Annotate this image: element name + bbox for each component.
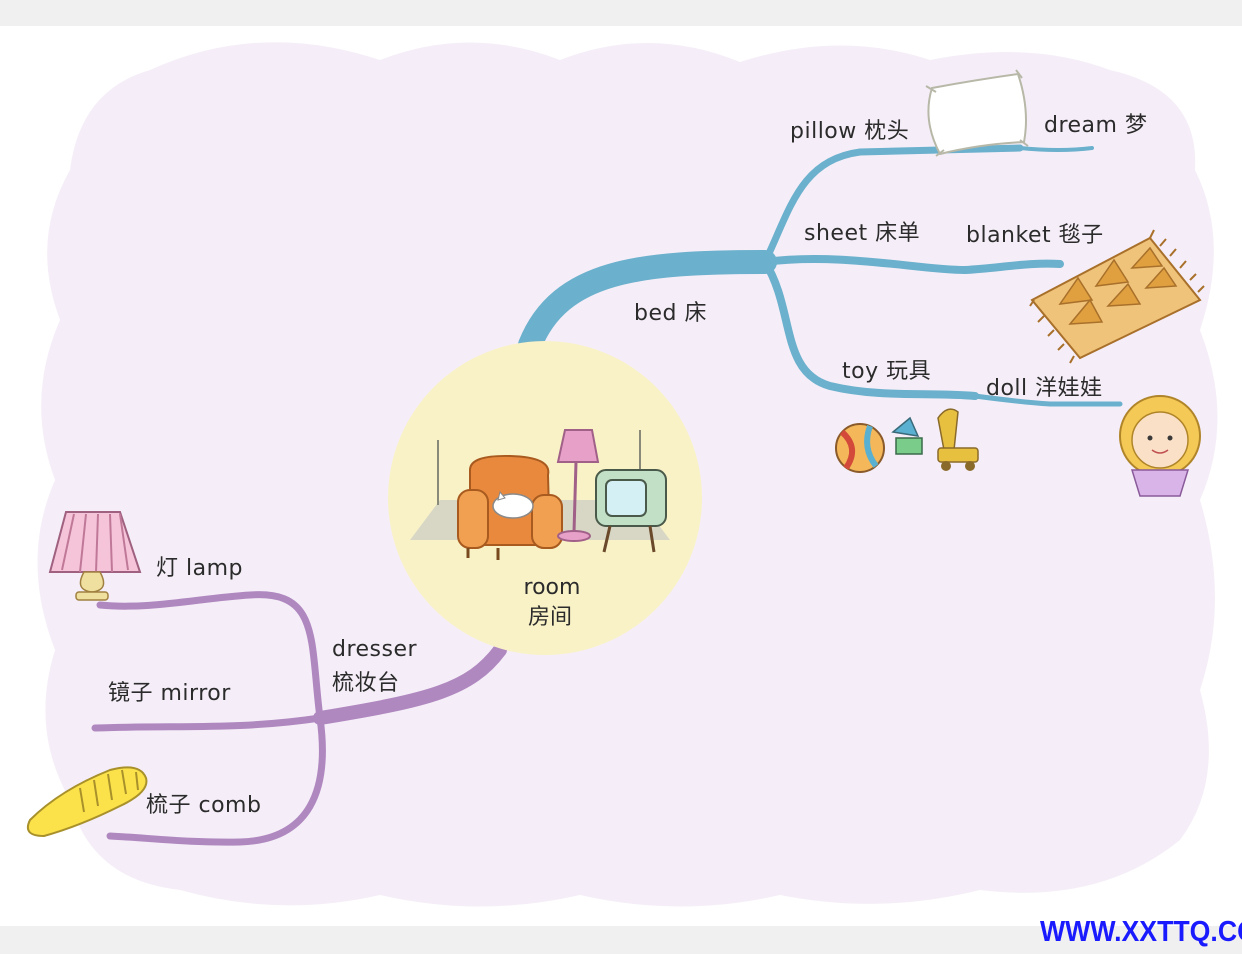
pillow-icon bbox=[925, 69, 1029, 157]
mirror-branch bbox=[91, 714, 324, 732]
bed-upper-stem bbox=[761, 144, 1024, 266]
lamp-branch bbox=[96, 591, 324, 722]
armchair-cat-icon bbox=[457, 454, 563, 560]
floor-lamp-icon bbox=[556, 429, 600, 542]
bed-branch bbox=[518, 144, 1123, 407]
dresser-label-en: dresser bbox=[332, 637, 418, 662]
comb-branch bbox=[106, 714, 326, 846]
rug-icon bbox=[1029, 229, 1205, 364]
doll-branch bbox=[972, 393, 1123, 407]
dresser-label-zh: 梳妆台 bbox=[332, 671, 400, 696]
blanket-label: blanket 毯子 bbox=[966, 223, 1104, 248]
bed-label: bed 床 bbox=[634, 301, 707, 326]
center-label-zh: 房间 bbox=[528, 605, 572, 630]
doll-icon bbox=[1119, 395, 1201, 497]
toy-label: toy 玩具 bbox=[842, 359, 931, 384]
dresser-trunk bbox=[313, 643, 507, 725]
comb-icon bbox=[26, 766, 148, 838]
bed-trunk bbox=[518, 250, 777, 357]
comb-label: 梳子 comb bbox=[146, 793, 261, 818]
sheet-label: sheet 床单 bbox=[804, 221, 920, 246]
dresser-branch bbox=[91, 591, 507, 846]
toy-branch bbox=[761, 258, 979, 400]
pillow-label: pillow 枕头 bbox=[790, 119, 909, 144]
center-label-en: room bbox=[524, 575, 581, 600]
bottom-bar bbox=[0, 926, 1242, 954]
center-node: room 房间 bbox=[388, 341, 702, 655]
dream-label: dream 梦 bbox=[1044, 113, 1147, 138]
table-lamp-icon bbox=[48, 511, 142, 601]
sheet-branch bbox=[761, 254, 1064, 275]
top-bar bbox=[0, 0, 1242, 26]
doll-label: doll 洋娃娃 bbox=[986, 376, 1103, 401]
tv-icon bbox=[595, 469, 667, 553]
watermark: WWW.XXTTQ.COM bbox=[1040, 916, 1242, 948]
toys-icon bbox=[835, 408, 979, 473]
lamp-label: 灯 lamp bbox=[156, 556, 243, 581]
mirror-label: 镜子 mirror bbox=[108, 681, 231, 706]
room-scene-icon bbox=[410, 429, 670, 560]
dream-branch bbox=[1018, 146, 1094, 152]
